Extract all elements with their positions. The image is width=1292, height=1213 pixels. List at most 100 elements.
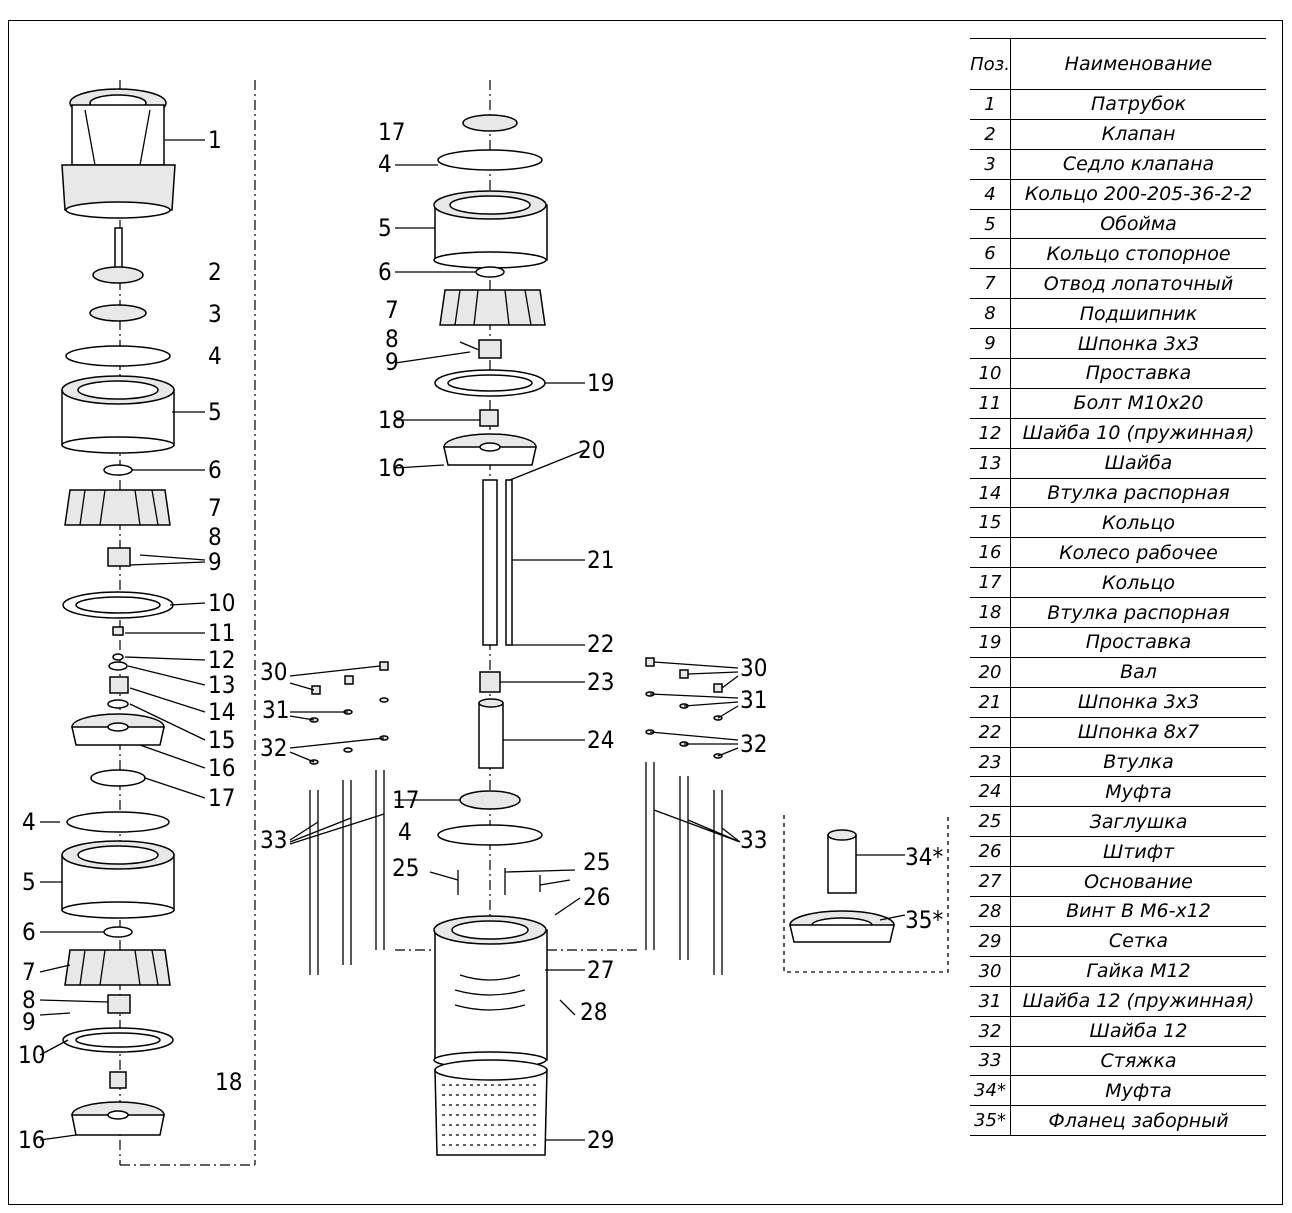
- part-15-ring: [107, 699, 129, 709]
- part-20-shaft: [482, 479, 498, 646]
- callout-6: 6: [208, 456, 222, 484]
- row-name: Обойма: [1010, 209, 1266, 240]
- part-6-retaining-ring-c: [475, 266, 505, 278]
- callout-24: 24: [587, 726, 614, 754]
- callout-33-right: 33: [740, 826, 767, 854]
- row-name: Подшипник: [1010, 298, 1266, 330]
- part-4-ring: [65, 345, 171, 367]
- part-21-key: [505, 479, 513, 646]
- callout-22: 22: [587, 630, 614, 658]
- row-position: 13: [970, 448, 1011, 479]
- row-position: 9: [970, 328, 1011, 360]
- callout-9c: 9: [385, 348, 399, 376]
- part-3-valve-seat: [89, 304, 147, 322]
- callout-6b: 6: [22, 918, 36, 946]
- center-callouts: 17 4 5 6 7 8 9 19 18 16 20 21 22 23 24 1…: [378, 118, 614, 1154]
- callout-33-left: 33: [260, 826, 287, 854]
- row-position: 7: [970, 268, 1011, 300]
- side-left-fasteners: [289, 661, 389, 975]
- row-name: Винт В М6-х12: [1010, 896, 1266, 927]
- callout-1: 1: [208, 126, 222, 154]
- part-7-diffuser-b: [64, 949, 171, 986]
- row-name: Основание: [1010, 866, 1266, 898]
- row-position: 6: [970, 238, 1011, 270]
- row-position: 33: [970, 1046, 1011, 1077]
- row-name: Колесо рабочее: [1010, 537, 1266, 569]
- callout-5c: 5: [378, 214, 392, 242]
- callout-16: 16: [208, 754, 235, 782]
- callout-29: 29: [587, 1126, 614, 1154]
- parts-table-header: Поз. Наименование: [970, 38, 1266, 90]
- side-right-fasteners: [645, 657, 741, 975]
- callout-20: 20: [578, 436, 605, 464]
- row-name: Кольцо 200-205-36-2-2: [1010, 179, 1266, 210]
- callout-35: 35*: [905, 906, 943, 934]
- callout-18: 18: [215, 1068, 242, 1096]
- row-position: 27: [970, 866, 1011, 898]
- row-name: Стяжка: [1010, 1046, 1266, 1077]
- row-position: 8: [970, 298, 1011, 330]
- callout-16b: 16: [18, 1126, 45, 1154]
- callout-28: 28: [580, 998, 607, 1026]
- row-name: Вал: [1010, 657, 1266, 688]
- part-12-washer: [112, 653, 124, 661]
- part-14-spacer-sleeve: [109, 676, 129, 694]
- row-position: 3: [970, 149, 1011, 180]
- row-position: 1: [970, 89, 1011, 120]
- row-name: Втулка распорная: [1010, 597, 1266, 629]
- row-position: 11: [970, 388, 1011, 419]
- callout-31-right: 31: [740, 686, 767, 714]
- row-position: 30: [970, 956, 1011, 987]
- row-position: 32: [970, 1016, 1011, 1047]
- row-name: Фланец заборный: [1010, 1105, 1266, 1137]
- callout-3: 3: [208, 300, 222, 328]
- row-name: Шайба 10 (пружинная): [1010, 418, 1266, 449]
- row-position: 26: [970, 836, 1011, 868]
- row-position: 21: [970, 687, 1011, 718]
- row-position: 28: [970, 896, 1011, 927]
- row-position: 18: [970, 597, 1011, 629]
- row-position: 16: [970, 537, 1011, 569]
- part-13-washer: [108, 661, 128, 671]
- part-7-diffuser: [64, 489, 171, 526]
- part-11-bolt: [112, 626, 124, 636]
- callout-9b: 9: [22, 1008, 36, 1036]
- row-name: Болт М10х20: [1010, 388, 1266, 419]
- part-29-screen: [434, 1059, 548, 1156]
- callout-6c: 6: [378, 258, 392, 286]
- row-position: 5: [970, 209, 1011, 240]
- callout-17c: 17: [378, 118, 405, 146]
- part-7-diffuser-c: [439, 289, 546, 326]
- callout-7: 7: [208, 494, 222, 522]
- callout-8: 8: [208, 523, 222, 551]
- row-position: 15: [970, 507, 1011, 539]
- part-18-spacer-sleeve: [109, 1071, 127, 1089]
- part-4-ring-d: [437, 824, 543, 846]
- callout-27: 27: [587, 956, 614, 984]
- column-header-position: Поз.: [970, 38, 1011, 90]
- row-position: 17: [970, 567, 1011, 599]
- callout-25b: 25: [583, 848, 610, 876]
- callout-4: 4: [208, 342, 222, 370]
- row-name: Кольцо: [1010, 567, 1266, 599]
- table-row: 35*Фланец заборный: [970, 1105, 1266, 1137]
- row-name: Проставка: [1010, 627, 1266, 658]
- row-name: Штифт: [1010, 836, 1266, 868]
- row-name: Патрубок: [1010, 89, 1266, 120]
- callout-30-right: 30: [740, 654, 767, 682]
